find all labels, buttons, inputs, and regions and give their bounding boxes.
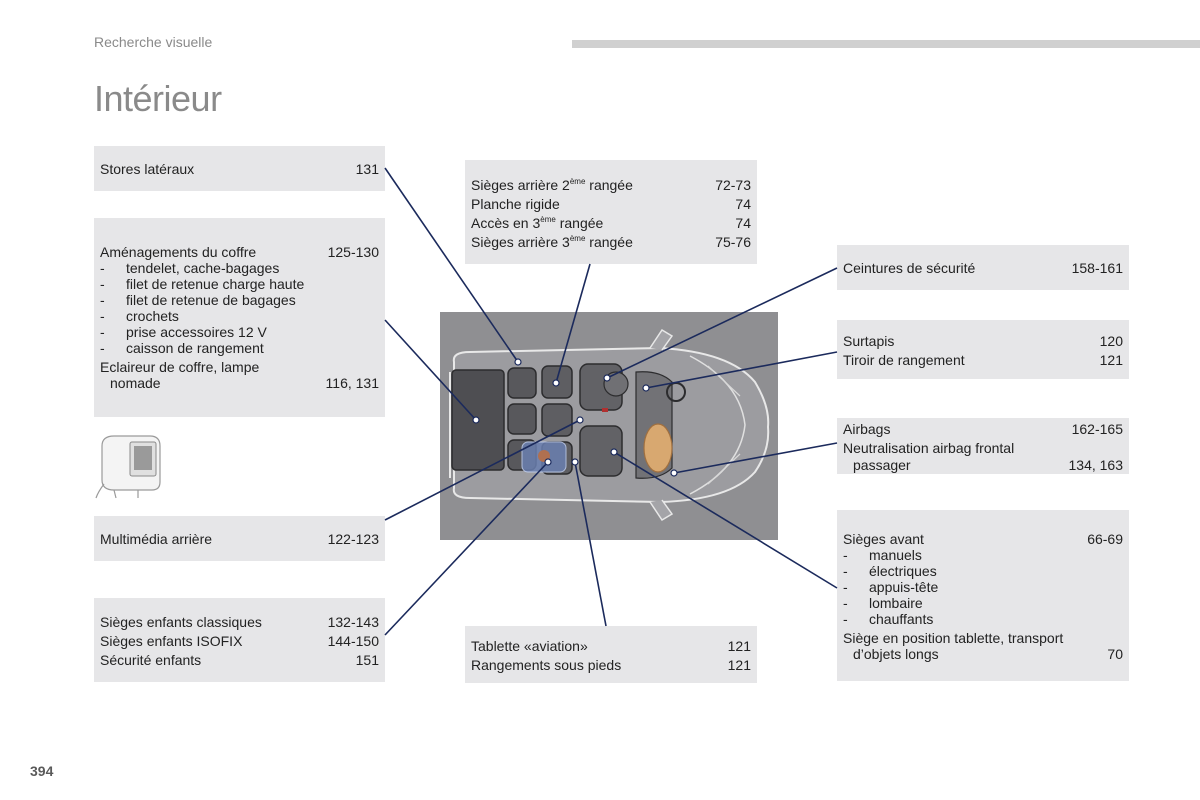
list-item: -lombaire	[843, 595, 923, 611]
list-item: -chauffants	[843, 611, 934, 627]
page-ref: 125-130	[327, 244, 379, 260]
list-item: -électriques	[843, 563, 937, 579]
box-label: Eclaireur de coffre, lampe	[100, 359, 260, 375]
page-ref: 134, 163	[1068, 457, 1124, 473]
box-label: Stores latéraux	[100, 161, 195, 177]
page-ref: 121	[727, 657, 751, 673]
rear-screen-illustration	[95, 435, 161, 499]
page-ref: 75-76	[715, 234, 751, 250]
box-ceintures[interactable]: Ceintures de sécurité 158-161	[837, 245, 1129, 290]
box-enfants[interactable]: Sièges enfants classiques 132-143 Sièges …	[94, 598, 385, 682]
page-ref: 72-73	[715, 177, 751, 193]
section-label: Recherche visuelle	[94, 34, 213, 50]
list-item: -manuels	[843, 547, 922, 563]
box-stores[interactable]: Stores latéraux 131	[94, 146, 385, 191]
page-ref: 122-123	[327, 531, 379, 547]
page-ref: 121	[727, 638, 751, 654]
page-number: 394	[30, 763, 54, 779]
box-label: Tiroir de rangement	[843, 352, 965, 368]
page-ref: 131	[355, 161, 379, 177]
box-label: Multimédia arrière	[100, 531, 213, 547]
car-top-view-illustration	[449, 328, 770, 522]
box-surtapis[interactable]: Surtapis 120 Tiroir de rangement 121	[837, 320, 1129, 379]
box-airbags[interactable]: Airbags 162-165 Neutralisation airbag fro…	[837, 418, 1129, 474]
box-label: Sièges enfants ISOFIX	[100, 633, 243, 649]
page-ref: 158-161	[1071, 260, 1123, 276]
car-interior-diagram	[440, 312, 778, 540]
box-label: Surtapis	[843, 333, 895, 349]
box-label: Siège en position tablette, transport	[843, 630, 1064, 646]
box-label: Aménagements du coffre	[100, 244, 257, 260]
box-label: Rangements sous pieds	[471, 657, 622, 673]
box-label: Accès en 3ème rangée	[471, 215, 604, 231]
box-label: Ceintures de sécurité	[843, 260, 976, 276]
list-item: -filet de retenue de bagages	[100, 292, 296, 308]
box-label: Airbags	[843, 421, 891, 437]
header-rule	[572, 40, 1200, 48]
list-item: -appuis-tête	[843, 579, 939, 595]
list-item: -filet de retenue charge haute	[100, 276, 305, 292]
box-label: nomade	[110, 375, 161, 391]
box-label: Sièges avant	[843, 531, 924, 547]
page-title: Intérieur	[94, 78, 222, 119]
list-item: -prise accessoires 12 V	[100, 324, 267, 340]
box-multimedia[interactable]: Multimédia arrière 122-123	[94, 516, 385, 561]
box-label: Sièges arrière 3ème rangée	[471, 234, 633, 250]
page-ref: 120	[1099, 333, 1123, 349]
page-ref: 144-150	[327, 633, 379, 649]
page-ref: 132-143	[327, 614, 379, 630]
box-label: Tablette «aviation»	[471, 638, 588, 654]
list-item: -crochets	[100, 308, 179, 324]
box-arriere[interactable]: Sièges arrière 2ème rangée 72-73 Planche …	[465, 160, 757, 264]
page-ref: 116, 131	[325, 375, 379, 391]
box-label: Neutralisation airbag frontal	[843, 440, 1015, 456]
box-tablette[interactable]: Tablette «aviation» 121 Rangements sous p…	[465, 626, 757, 683]
page-ref: 121	[1099, 352, 1123, 368]
page-ref: 151	[355, 652, 379, 668]
list-item: -tendelet, cache-bagages	[100, 260, 280, 276]
page-ref: 66-69	[1087, 531, 1123, 547]
box-coffre[interactable]: Aménagements du coffre 125-130 -tendelet,…	[94, 218, 385, 417]
box-label: Planche rigide	[471, 196, 560, 212]
box-label: d’objets longs	[853, 646, 939, 662]
box-label: Sécurité enfants	[100, 652, 202, 668]
page-ref: 74	[735, 196, 751, 212]
page-ref: 70	[1107, 646, 1123, 662]
page-ref: 74	[735, 215, 751, 231]
list-item: -caisson de rangement	[100, 340, 264, 356]
box-label: Sièges enfants classiques	[100, 614, 262, 630]
box-label: Sièges arrière 2ème rangée	[471, 177, 633, 193]
box-label: passager	[853, 457, 911, 473]
page-ref: 162-165	[1071, 421, 1123, 437]
